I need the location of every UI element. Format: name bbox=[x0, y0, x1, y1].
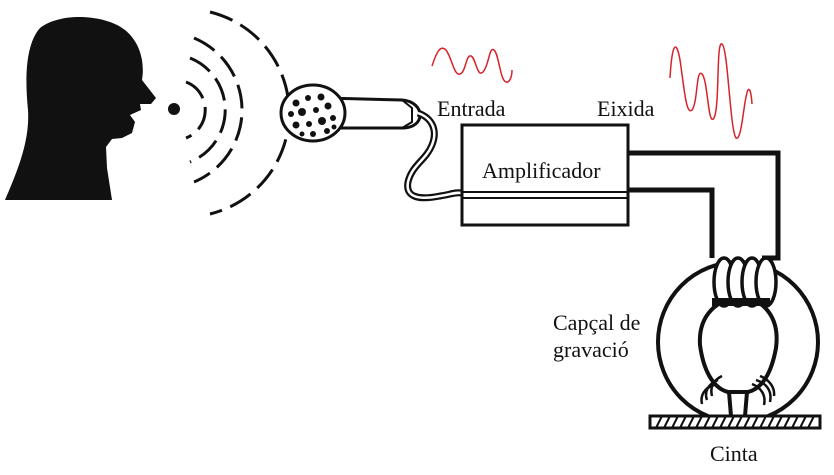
recording-head-label-line1: Capçal de bbox=[553, 310, 641, 335]
input-signal-wave bbox=[431, 47, 513, 83]
sound-source-dot bbox=[168, 103, 180, 115]
input-label: Entrada bbox=[437, 96, 506, 121]
microphone bbox=[279, 83, 422, 143]
amplifier-label: Amplificador bbox=[482, 158, 601, 183]
output-label: Eixida bbox=[597, 96, 655, 121]
recording-head-label: Capçal de gravació bbox=[553, 309, 663, 363]
recording-head bbox=[656, 256, 820, 424]
sound-waves bbox=[185, 10, 291, 216]
output-signal-wave bbox=[669, 43, 753, 139]
speaker-head-silhouette bbox=[5, 16, 156, 200]
output-wires bbox=[628, 150, 781, 261]
recording-head-label-line2: gravació bbox=[553, 337, 629, 362]
tape-label: Cinta bbox=[710, 441, 758, 466]
amplifier-box bbox=[460, 123, 630, 227]
tape bbox=[648, 414, 822, 430]
